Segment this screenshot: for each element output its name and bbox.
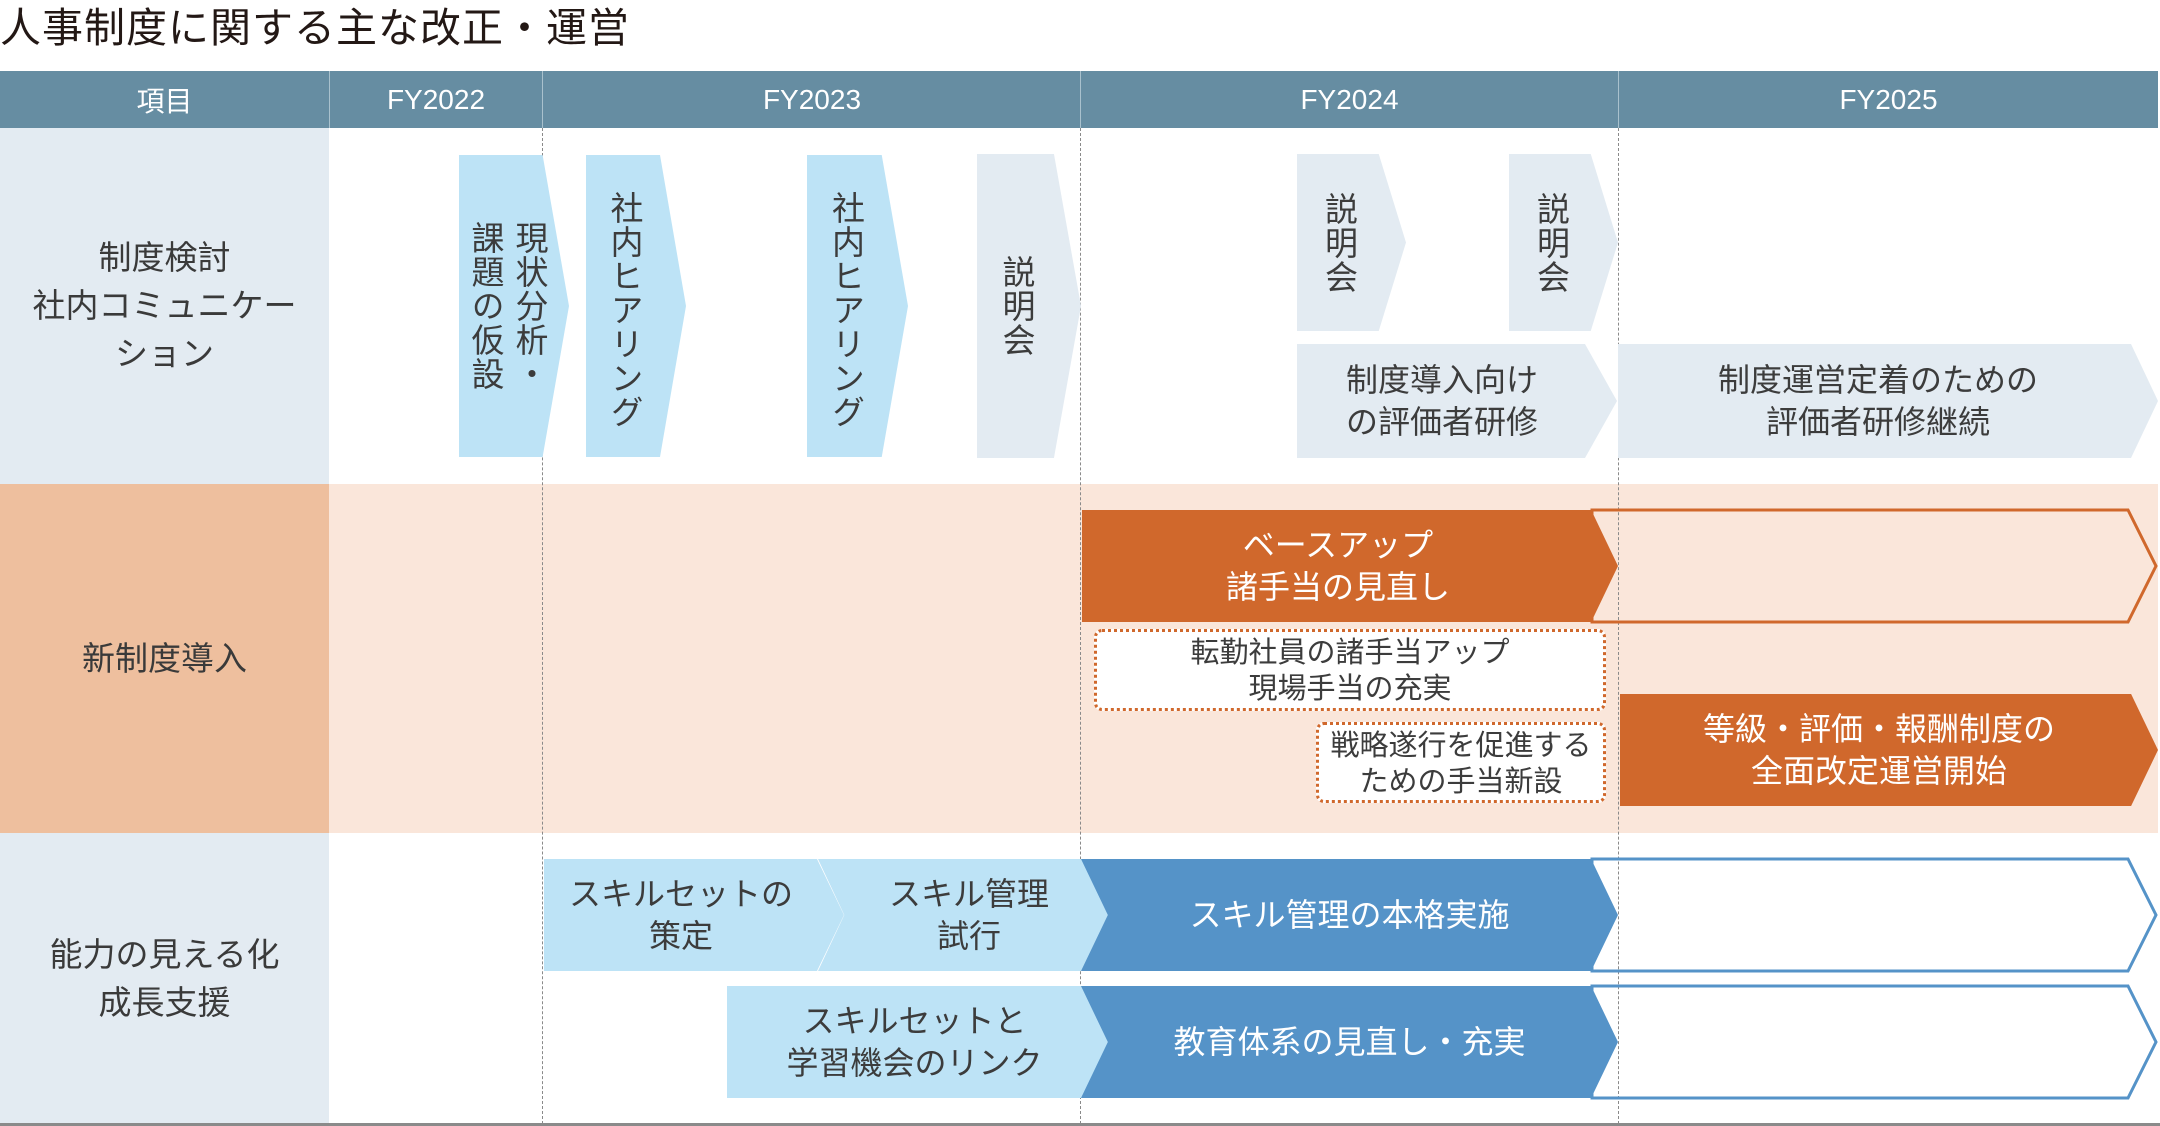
- step-label: 制度運営定着のための 評価者研修継続: [1717, 361, 2038, 441]
- page-title: 人事制度に関する主な改正・運営: [0, 4, 630, 52]
- orange-outline-arrow-fy2025: [1590, 508, 2158, 624]
- step-label: 社内ヒアリング: [605, 191, 644, 429]
- step-skillset-definition: スキルセットの 策定: [544, 859, 844, 971]
- row2-label-bg: [0, 484, 329, 833]
- step-label: 現状分析・ 課題の仮設: [466, 221, 549, 391]
- note-strategy-allowance: 戦略遂行を促進する ための手当新設: [1316, 722, 1606, 803]
- step-base-up: ベースアップ 諸手当の見直し: [1082, 510, 1618, 622]
- step-evaluator-training: 制度導入向け の評価者研修: [1297, 344, 1617, 458]
- step-briefing-fy2024-b: 説明会: [1509, 154, 1618, 331]
- bottom-border: [0, 1123, 2160, 1126]
- header-fy2023: FY2023: [542, 71, 1081, 128]
- note-label: 転勤社員の諸手当アップ 現場手当の充実: [1190, 635, 1510, 705]
- step-label: 説明会: [1319, 191, 1359, 294]
- note-transfer-allowance: 転勤社員の諸手当アップ 現場手当の充実: [1094, 629, 1606, 711]
- divider-fy2025: [1618, 128, 1619, 1124]
- step-briefing-fy2024-a: 説明会: [1297, 154, 1406, 331]
- note-label: 戦略遂行を促進する ための手当新設: [1330, 727, 1592, 798]
- step-label: スキルセットと 学習機会のリンク: [786, 1002, 1043, 1082]
- blue-outline-arrow-fy2025-a: [1590, 857, 2158, 973]
- step-skill-management-full: スキル管理の本格実施: [1081, 859, 1618, 971]
- header-fy2022: FY2022: [329, 71, 542, 128]
- row-label-capability: 能力の見える化 成長支援: [49, 934, 280, 1022]
- header-fy2024: FY2024: [1080, 71, 1618, 128]
- step-label: スキル管理 試行: [888, 875, 1049, 955]
- divider-fy2024: [1080, 128, 1081, 1124]
- step-internal-hearing-1: 社内ヒアリング: [586, 155, 686, 457]
- step-label: 説明会: [1531, 191, 1571, 294]
- row-label-new-system: 新制度導入: [82, 638, 247, 678]
- step-label: ベースアップ 諸手当の見直し: [1225, 526, 1450, 606]
- step-internal-hearing-2: 社内ヒアリング: [807, 155, 908, 457]
- step-label: スキル管理の本格実施: [1189, 896, 1510, 934]
- row3-label-bg: [0, 833, 329, 1124]
- divider-fy2023: [542, 128, 543, 1124]
- step-label: 説明会: [997, 255, 1036, 357]
- step-evaluator-training-continue: 制度運営定着のための 評価者研修継続: [1618, 344, 2158, 458]
- step-current-analysis: 現状分析・ 課題の仮設: [459, 155, 569, 457]
- step-briefing-fy2023: 説明会: [977, 154, 1081, 458]
- step-label: スキルセットの 策定: [568, 875, 793, 955]
- step-label: 制度導入向け の評価者研修: [1345, 361, 1538, 441]
- step-skillset-learning-link: スキルセットと 学習機会のリンク: [727, 986, 1110, 1098]
- row-label-system-review: 制度検討 社内コミュニケー ション: [32, 238, 297, 373]
- step-label: 教育体系の見直し・充実: [1173, 1023, 1526, 1061]
- blue-outline-arrow-fy2025-b: [1590, 984, 2158, 1100]
- step-education-review: 教育体系の見直し・充実: [1081, 986, 1618, 1098]
- step-label: 社内ヒアリング: [826, 191, 866, 429]
- step-full-revision: 等級・評価・報酬制度の 全面改定運営開始: [1620, 694, 2158, 806]
- row1-label-bg: [0, 128, 329, 484]
- header-fy2025: FY2025: [1618, 71, 2158, 128]
- step-label: 等級・評価・報酬制度の 全面改定運営開始: [1702, 710, 2055, 790]
- step-skill-management-trial: スキル管理 試行: [818, 859, 1110, 971]
- header-item: 項目: [0, 71, 329, 128]
